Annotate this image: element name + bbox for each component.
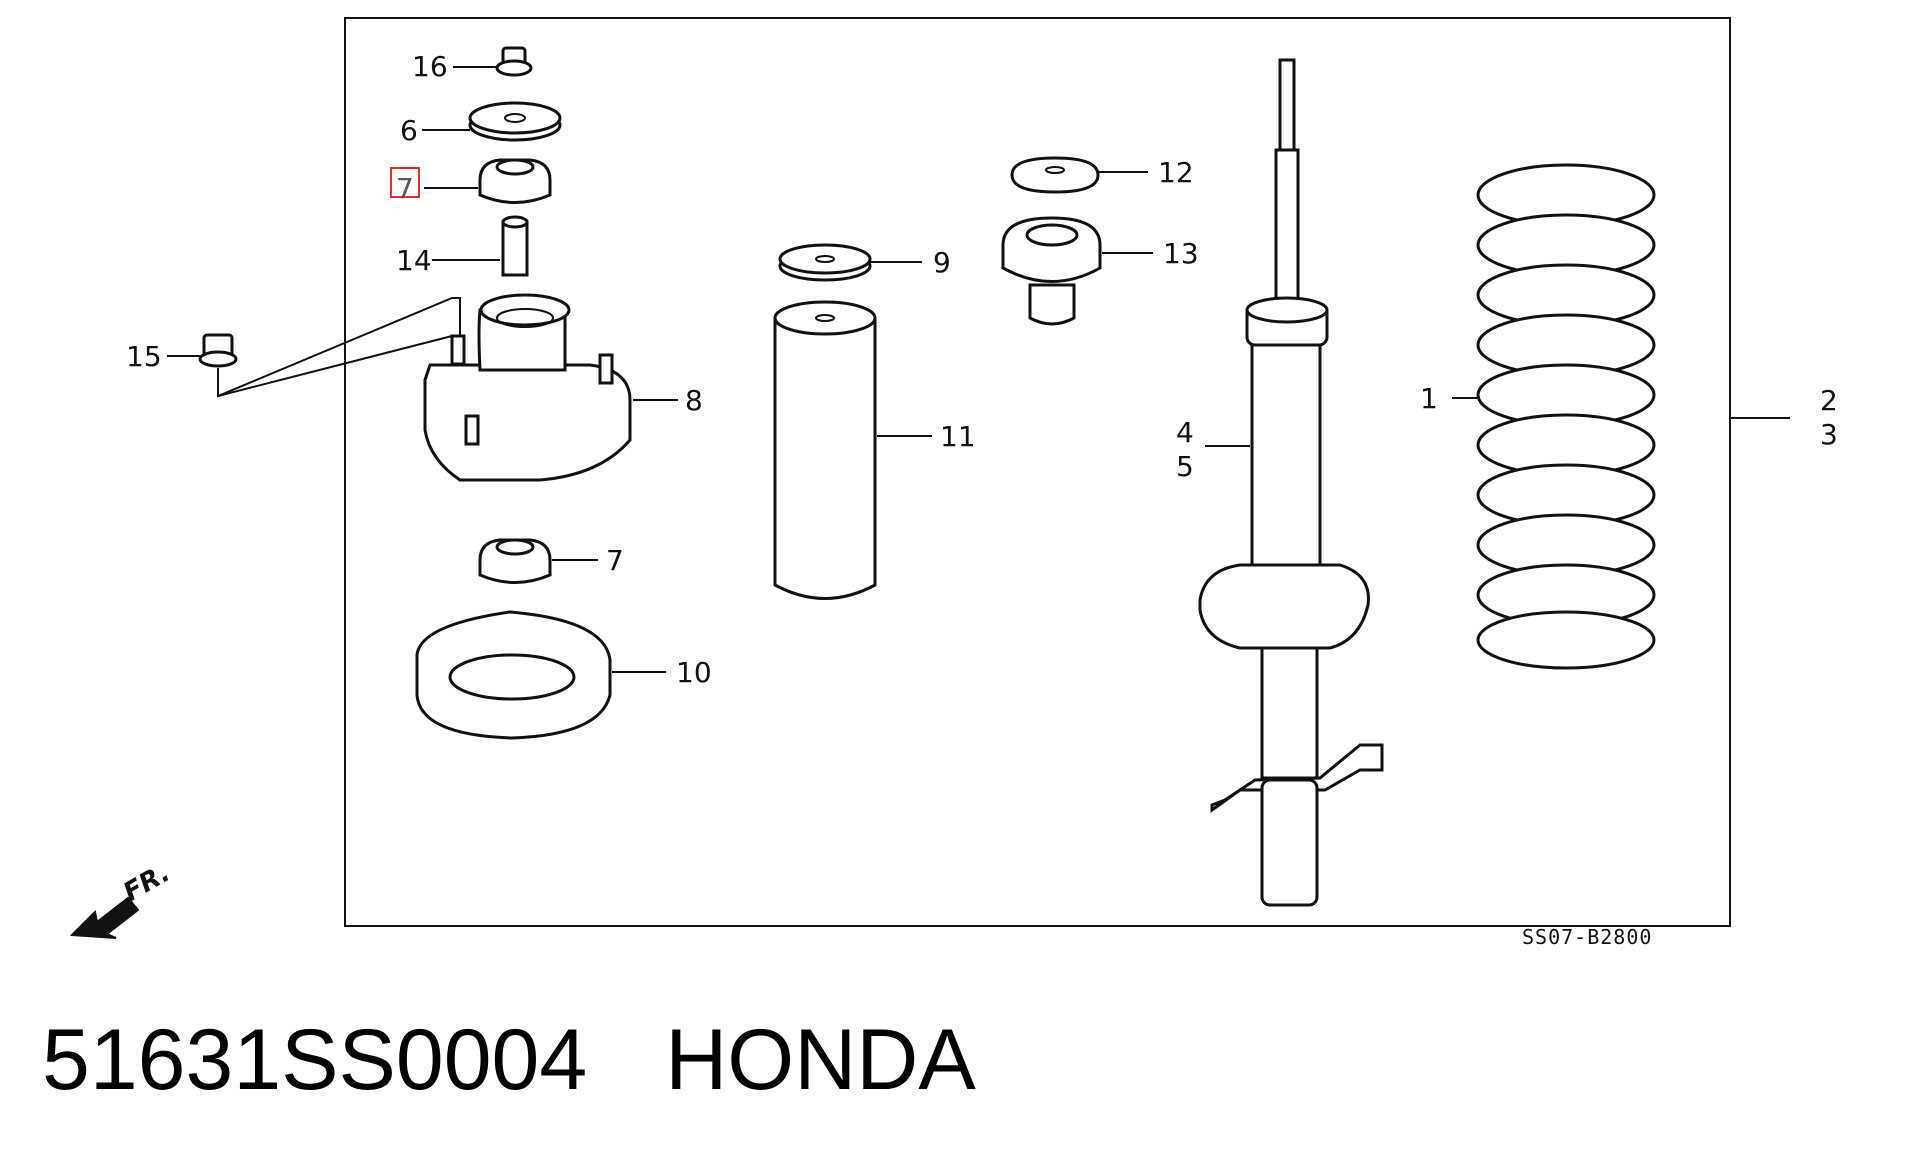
callout-13: 13 [1163, 237, 1199, 270]
callout-14: 14 [396, 244, 432, 277]
brand-name: HONDA [665, 1012, 976, 1108]
part-13-bump-stop[interactable] [1001, 216, 1153, 326]
part-caption: 51631SS0004 HONDA [42, 1010, 976, 1110]
part-15-nut[interactable] [167, 297, 461, 398]
part-11-dust-boot[interactable] [773, 300, 932, 600]
part-9-washer[interactable] [778, 243, 922, 282]
callout-7-lower: 7 [606, 544, 624, 577]
part-10-spring-seat[interactable] [415, 610, 666, 740]
callout-10: 10 [676, 656, 712, 689]
part-8-shock-mount-base[interactable] [423, 293, 678, 482]
callout-1: 1 [1420, 382, 1438, 415]
callout-7-top: 7 [396, 172, 414, 205]
part-7-lower-mount-rubber[interactable] [478, 538, 598, 584]
callout-3: 3 [1820, 418, 1838, 451]
callout-4: 4 [1176, 416, 1194, 449]
part-16-flange-nut[interactable] [453, 46, 533, 77]
callout-16: 16 [412, 50, 448, 83]
part-7-upper-mount-rubber[interactable] [424, 158, 552, 204]
selected-part-highlight [390, 167, 420, 198]
callout-15: 15 [126, 340, 162, 373]
part-1-coil-spring[interactable] [1452, 163, 1656, 670]
part-number: 51631SS0004 [42, 1012, 588, 1108]
diagram-frame [344, 17, 1731, 927]
callout-11: 11 [940, 420, 976, 453]
part-14-collar[interactable] [432, 215, 529, 277]
callout-6: 6 [400, 114, 418, 147]
part-6-washer[interactable] [422, 101, 562, 142]
part-4-5-shock-absorber[interactable] [1198, 58, 1384, 907]
drawing-code: SS07-B2800 [1522, 925, 1652, 949]
exploded-parts-diagram: 16 6 7 14 15 8 7 10 9 11 12 13 4 5 1 2 3… [69, 17, 1838, 949]
callout-2: 2 [1820, 384, 1838, 417]
front-direction-arrow-icon [69, 896, 140, 939]
callout-12: 12 [1158, 156, 1194, 189]
callout-8: 8 [685, 384, 703, 417]
callout-5: 5 [1176, 450, 1194, 483]
callout-9: 9 [933, 246, 951, 279]
part-12-washer[interactable] [1010, 156, 1148, 194]
